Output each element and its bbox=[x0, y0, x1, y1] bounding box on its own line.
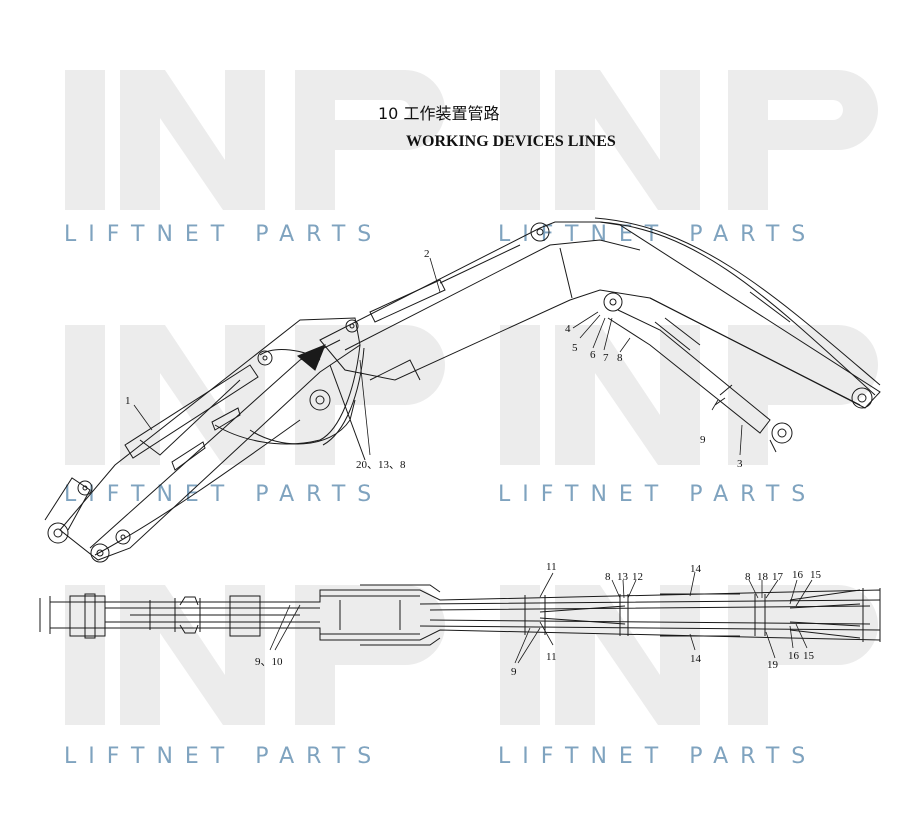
watermark-text: LIFTNET PARTS bbox=[498, 222, 818, 247]
callout-label: 9 bbox=[700, 434, 706, 446]
callout-label: 13 bbox=[617, 571, 629, 583]
callout-label: 20、13、8 bbox=[356, 459, 406, 471]
watermark-text: LIFTNET PARTS bbox=[64, 744, 384, 769]
callout-label: 11 bbox=[546, 561, 557, 573]
callout-label: 12 bbox=[632, 571, 643, 583]
callout-label: 11 bbox=[546, 651, 557, 663]
callout-label: 9、10 bbox=[255, 656, 283, 668]
top-view-assembly bbox=[39, 584, 881, 646]
watermark-text: LIFTNET PARTS bbox=[498, 482, 818, 507]
page-title-english: WORKING DEVICES LINES bbox=[406, 133, 616, 150]
callout-label: 2 bbox=[424, 248, 430, 260]
callout-label: 6 bbox=[590, 349, 596, 361]
boom-cylinder bbox=[603, 292, 793, 453]
callout-label: 15 bbox=[803, 650, 815, 662]
callout-label: 16 bbox=[792, 569, 804, 581]
callout-label: 16 bbox=[788, 650, 800, 662]
callout-label: 17 bbox=[772, 571, 784, 583]
boom-assembly bbox=[319, 217, 881, 409]
arm-assembly bbox=[44, 317, 361, 563]
page-title-chinese: 10 工作装置管路 bbox=[378, 104, 500, 123]
watermark-text: LIFTNET PARTS bbox=[64, 222, 384, 247]
leader-lines bbox=[133, 257, 813, 664]
callout-label: 8 bbox=[745, 571, 751, 583]
callout-label: 7 bbox=[603, 352, 609, 364]
watermark-text: LIFTNET PARTS bbox=[498, 744, 818, 769]
hydraulic-hoses bbox=[214, 344, 366, 461]
callout-label: 19 bbox=[767, 659, 779, 671]
callout-label: 3 bbox=[737, 458, 743, 470]
callout-label: 4 bbox=[565, 323, 571, 335]
callout-label: 15 bbox=[810, 569, 822, 581]
callout-label: 9 bbox=[511, 666, 517, 678]
callout-label: 14 bbox=[690, 653, 702, 665]
watermark-text: LIFTNET PARTS bbox=[64, 482, 384, 507]
callout-label: 18 bbox=[757, 571, 769, 583]
callout-label: 14 bbox=[690, 563, 702, 575]
callout-label: 5 bbox=[572, 342, 578, 354]
callout-label: 8 bbox=[605, 571, 611, 583]
callout-label: 1 bbox=[125, 395, 131, 407]
callout-label: 8 bbox=[617, 352, 623, 364]
